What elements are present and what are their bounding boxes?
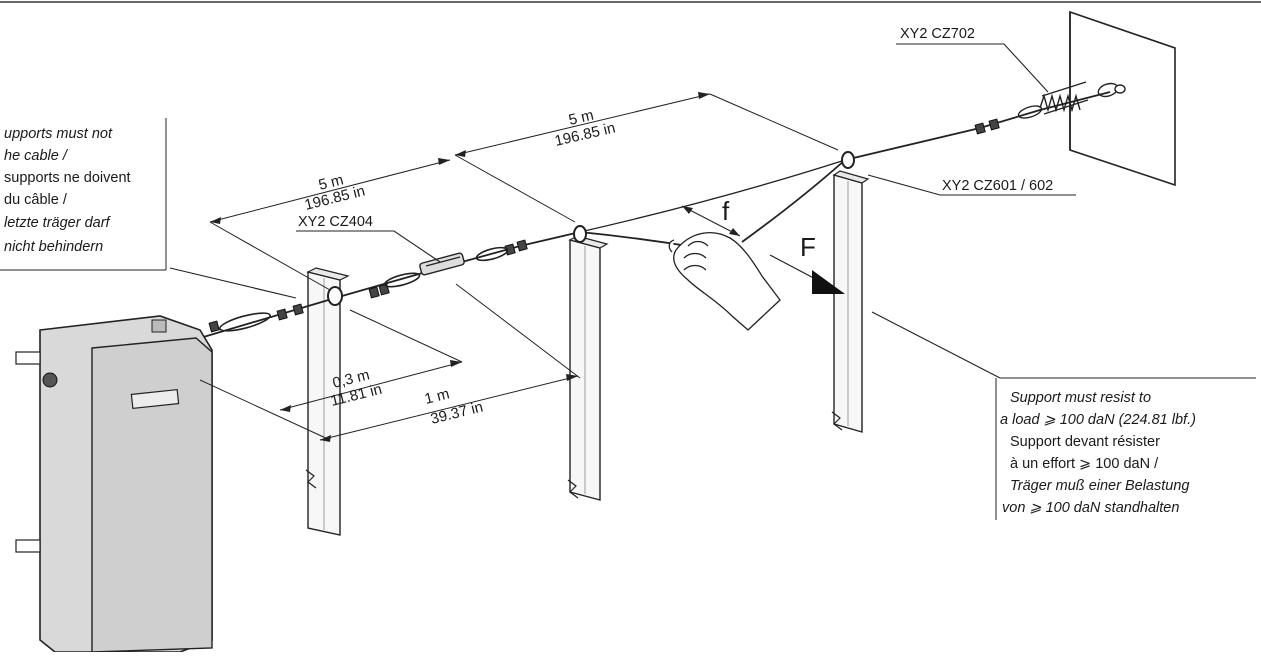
label-spring: XY2 CZ702 <box>900 26 975 42</box>
post-last <box>831 170 870 433</box>
leader-lines <box>169 43 1256 379</box>
symbol-deflection: f <box>722 196 730 226</box>
note-right-line-5: Träger muß einer Belastung <box>1010 478 1189 494</box>
dim-near-m: 5 m <box>317 171 345 194</box>
post-middle <box>567 235 609 501</box>
eyelet-middle <box>573 225 587 243</box>
force-arrow-icon <box>769 254 845 294</box>
hand-icon <box>668 232 781 331</box>
note-right-line-1: Support must resist to <box>1010 390 1151 406</box>
dimension-lines <box>199 93 839 441</box>
note-left-line-6: nicht behindern <box>4 239 103 255</box>
note-right-line-2: a load ⩾ 100 daN (224.81 lbf.) <box>1000 412 1196 428</box>
note-left: upports must not he cable / supports ne … <box>0 118 167 271</box>
eyelet-last <box>841 151 855 169</box>
cable-loops <box>219 246 509 332</box>
note-right-line-6: von ⩾ 100 daN standhalten <box>1002 500 1179 516</box>
note-left-line-1: upports must not <box>4 126 113 142</box>
tension-spring <box>1017 81 1126 119</box>
post-first <box>305 267 350 536</box>
eyelet-first <box>327 286 343 306</box>
pull-switch-housing <box>15 315 213 653</box>
note-left-line-3: supports ne doivent <box>4 170 131 186</box>
note-left-line-5: letzte träger darf <box>4 215 112 231</box>
symbol-force: F <box>800 232 816 262</box>
turnbuckle <box>419 252 465 276</box>
note-right-line-3: Support devant résister <box>1010 434 1160 450</box>
note-left-line-4: du câble / <box>4 192 68 208</box>
dimension-arrowheads <box>210 92 740 442</box>
note-right-line-4: à un effort ⩾ 100 daN / <box>1010 456 1159 472</box>
note-right: Support must resist to a load ⩾ 100 daN … <box>995 378 1196 520</box>
label-eye: XY2 CZ601 / 602 <box>942 178 1053 194</box>
label-turnbuckle: XY2 CZ404 <box>298 214 373 230</box>
dim-far-m: 5 m <box>567 107 595 129</box>
note-left-line-2: he cable / <box>4 148 69 164</box>
dim-first-m: 1 m <box>423 385 451 408</box>
